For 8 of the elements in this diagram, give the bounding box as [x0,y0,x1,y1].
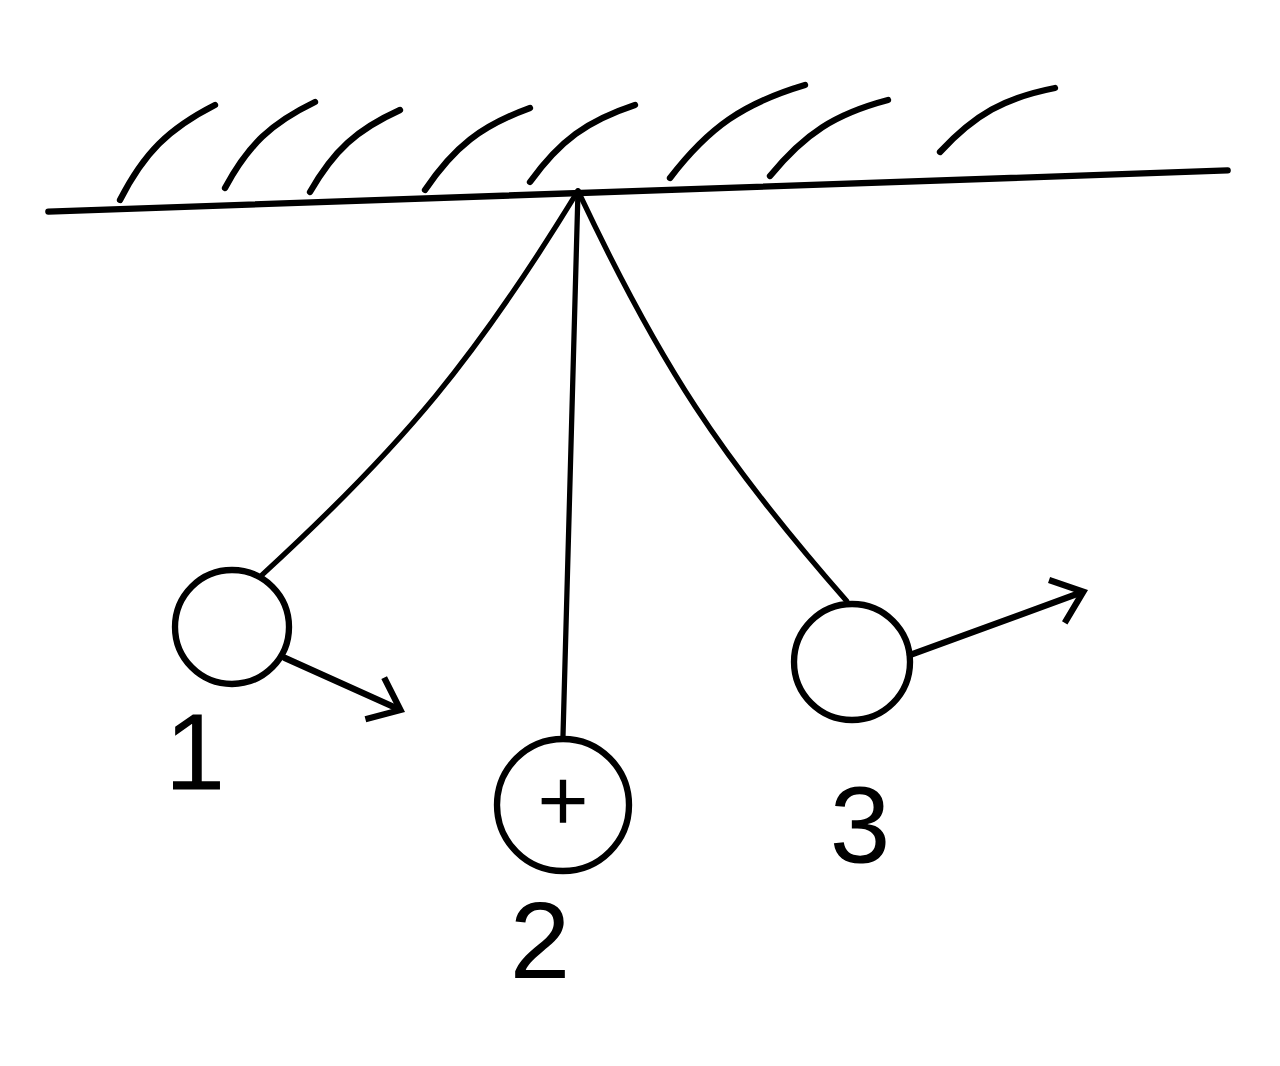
pendulum-string [575,188,850,604]
ceiling-line [45,167,1231,215]
ball-number: 3 [833,786,886,864]
pendulum-ball [171,566,293,688]
ball-number: 2 [515,901,565,979]
pendulum-ball [790,600,914,724]
pendulum-ball: + [493,735,633,875]
ball-number: 1 [173,714,220,790]
